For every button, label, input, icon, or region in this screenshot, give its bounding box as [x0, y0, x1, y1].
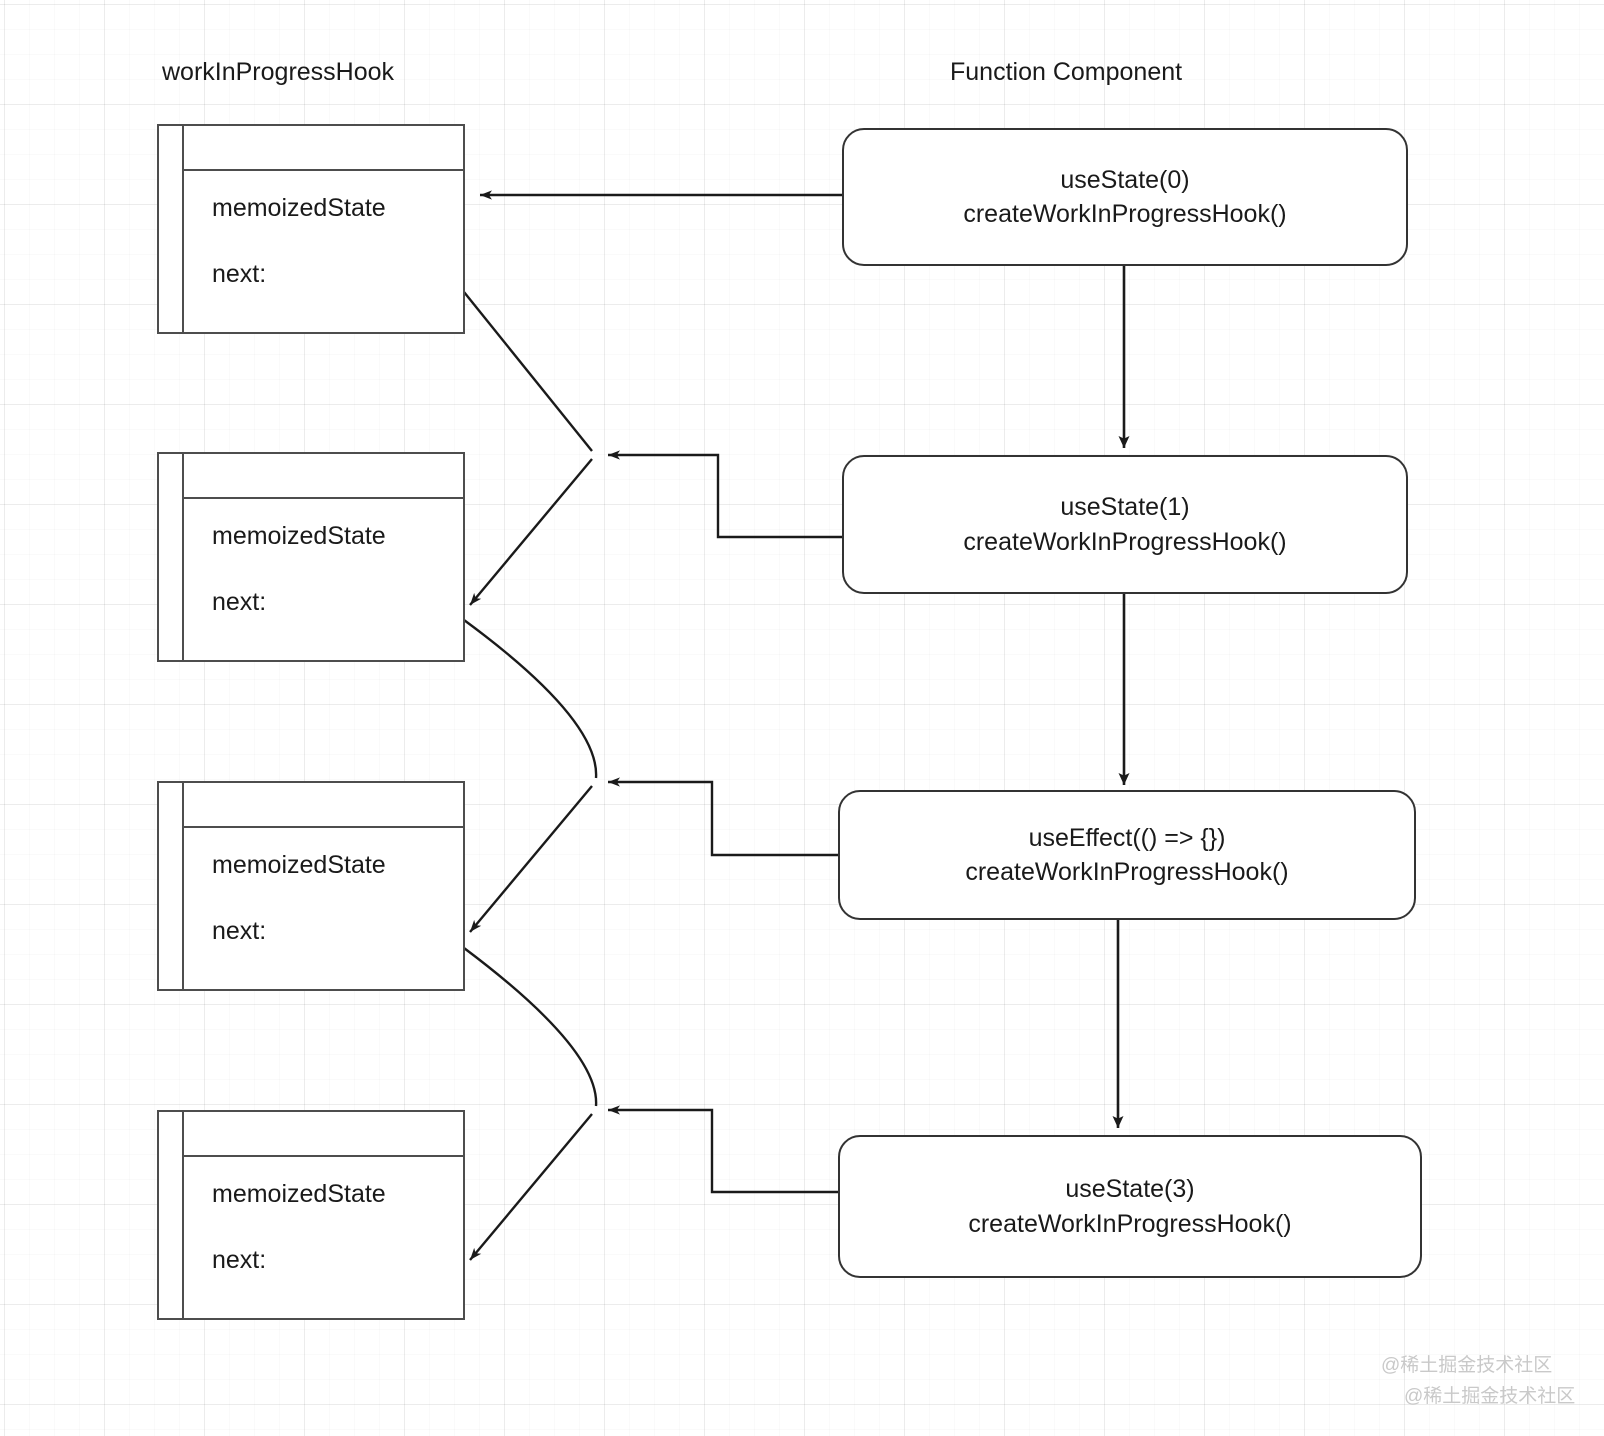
hook-left-gutter — [159, 1112, 184, 1318]
hook-left-gutter — [159, 126, 184, 332]
edge-junction-b-to-hook3 — [469, 785, 593, 933]
edge-call4-to-hook4 — [608, 1105, 838, 1194]
hook-header-row — [184, 454, 463, 499]
watermark-line-1: @稀土掘金技术社区 — [1381, 1355, 1553, 1376]
call-line-primary: useState(0) — [1060, 165, 1190, 194]
hook-left-gutter — [159, 454, 184, 660]
call-line-primary: useState(1) — [1060, 493, 1190, 521]
hook-left-gutter — [159, 783, 184, 989]
call-node-usestate-3[interactable]: useState(3) createWorkInProgressHook() — [838, 1135, 1422, 1278]
call-line-secondary: createWorkInProgressHook() — [968, 1209, 1292, 1238]
hook-field-memoized-state: memoizedState — [212, 1180, 386, 1208]
edge-junction-c-to-hook4 — [469, 1113, 593, 1261]
call-node-useeffect[interactable]: useEffect(() => {}) createWorkInProgress… — [838, 790, 1416, 920]
call-line-primary: useEffect(() => {}) — [1028, 823, 1226, 852]
edge-junction-a-to-hook2 — [469, 458, 593, 606]
hook-field-memoized-state: memoizedState — [212, 194, 386, 222]
left-column-title: workInProgressHook — [162, 58, 395, 86]
hook-body: memoizedState next: — [184, 828, 463, 989]
call-node-usestate-1[interactable]: useState(1) createWorkInProgressHook() — [842, 455, 1408, 594]
hook-node-4[interactable]: memoizedState next: — [157, 1110, 465, 1320]
hook-field-next: next: — [212, 259, 267, 288]
hook-node-3[interactable]: memoizedState next: — [157, 781, 465, 991]
hook-field-next: next: — [212, 1245, 267, 1274]
hook-field-next: next: — [212, 916, 267, 945]
hook-body: memoizedState next: — [184, 171, 463, 332]
call-line-secondary: createWorkInProgressHook() — [965, 858, 1289, 886]
edge-call2-to-hook2 — [608, 450, 842, 539]
right-column-title: Function Component — [950, 58, 1183, 86]
hook-node-1[interactable]: memoizedState next: — [157, 124, 465, 334]
hook-body: memoizedState next: — [184, 499, 463, 660]
edge-hook2-next-to-junction-b — [463, 619, 598, 779]
hook-field-memoized-state: memoizedState — [212, 851, 386, 879]
hook-node-2[interactable]: memoizedState next: — [157, 452, 465, 662]
watermark-line-2: @稀土掘金技术社区 — [1404, 1386, 1576, 1407]
hook-body: memoizedState next: — [184, 1157, 463, 1318]
call-line-secondary: createWorkInProgressHook() — [963, 527, 1287, 556]
call-node-usestate-0[interactable]: useState(0) createWorkInProgressHook() — [842, 128, 1408, 266]
call-line-primary: useState(3) — [1065, 1175, 1195, 1203]
edge-hook3-next-to-junction-c — [463, 947, 598, 1107]
hook-field-next: next: — [212, 587, 267, 616]
hook-field-memoized-state: memoizedState — [212, 522, 386, 550]
hook-header-row — [184, 783, 463, 828]
call-line-secondary: createWorkInProgressHook() — [963, 200, 1287, 228]
hook-header-row — [184, 1112, 463, 1157]
edge-hook1-next-to-junction-a — [463, 291, 593, 452]
hook-header-row — [184, 126, 463, 171]
edge-call3-to-hook3 — [608, 777, 838, 857]
